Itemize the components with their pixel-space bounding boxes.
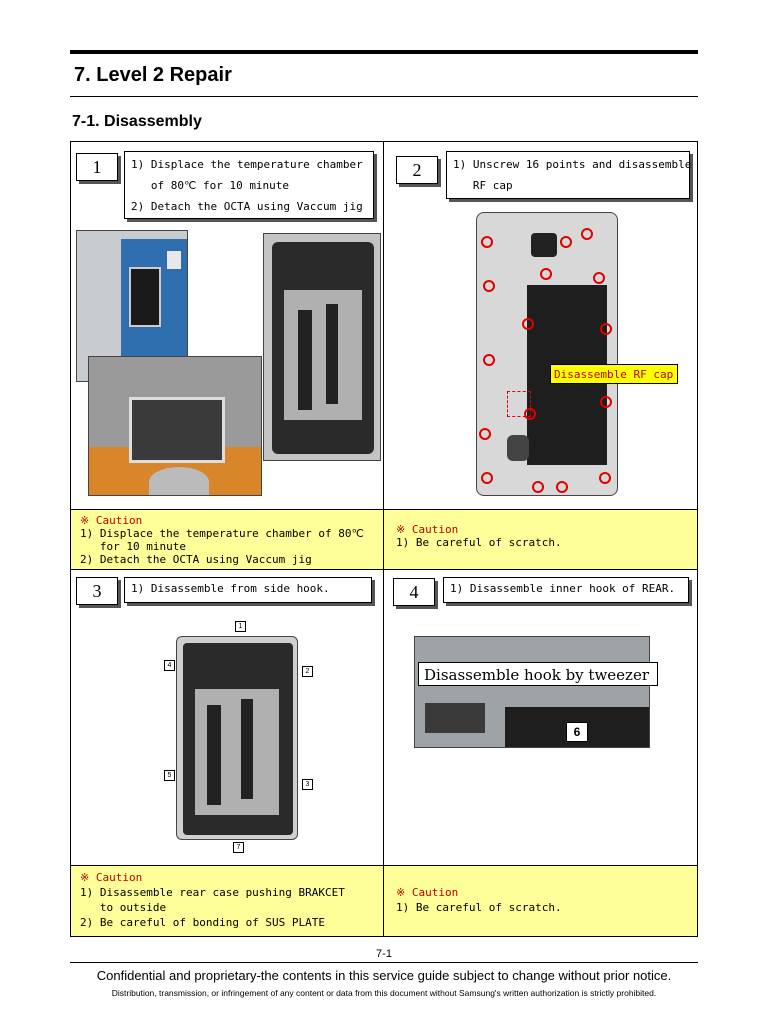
screw-point: [532, 481, 544, 493]
step-2-caution: ※ Caution 1) Be careful of scratch.: [396, 523, 562, 549]
step-1-number: 1: [76, 153, 118, 181]
page-number: 7-1: [376, 948, 392, 960]
instruction-line: 2) Detach the OCTA using Vaccum jig: [131, 200, 363, 213]
distribution-notice: Distribution, transmission, or infringem…: [111, 988, 657, 998]
step-4-caution: ※ Caution 1) Be careful of scratch.: [396, 885, 562, 915]
screw-point: [599, 472, 611, 484]
screw-point: [600, 323, 612, 335]
hook-label: 6: [566, 722, 588, 742]
instruction-line: 1) Disassemble from side hook.: [131, 582, 330, 595]
caution-line: for 10 minute: [80, 540, 186, 553]
instruction-line: of 80℃ for 10 minute: [131, 179, 290, 192]
caution-line: 1) Disassemble rear case pushing BRAKCET: [80, 886, 345, 899]
front-frame-photo: [263, 233, 381, 461]
procedure-table: [70, 141, 698, 937]
step-2-number: 2: [396, 156, 438, 184]
step-1-instructions: 1) Displace the temperature chamber of 8…: [124, 151, 374, 219]
caution-heading: ※ Caution: [80, 514, 143, 527]
step-4-instructions: 1) Disassemble inner hook of REAR.: [443, 577, 689, 603]
screw-point: [479, 428, 491, 440]
screw-point: [581, 228, 593, 240]
row-divider: [70, 509, 698, 510]
hook-label: 2: [302, 666, 313, 677]
caution-heading: ※ Caution: [80, 871, 143, 884]
hook-label: 5: [164, 770, 175, 781]
step-1-caution: ※ Caution 1) Displace the temperature ch…: [80, 514, 364, 566]
rear-case-photo: [476, 212, 618, 496]
caution-heading: ※ Caution: [396, 523, 459, 536]
hook-label: 1: [235, 621, 246, 632]
instruction-line: 1) Unscrew 16 points and disassemble: [453, 158, 692, 171]
step-4-number: 4: [393, 578, 435, 606]
row-divider: [70, 569, 698, 570]
caution-line: 1) Be careful of scratch.: [396, 901, 562, 914]
top-rule: [70, 50, 698, 54]
tweezer-caption: Disassemble hook by tweezer: [418, 662, 658, 686]
rear-case-hooks-photo: [176, 636, 298, 840]
step-2-instructions: 1) Unscrew 16 points and disassemble RF …: [446, 151, 692, 199]
screw-point: [522, 318, 534, 330]
screw-point: [593, 272, 605, 284]
inner-hook-photo: [414, 636, 650, 748]
hook-label: 4: [164, 660, 175, 671]
caution-line: 1) Displace the temperature chamber of 8…: [80, 527, 364, 540]
rf-cap-callout: Disassemble RF cap: [550, 364, 678, 384]
step-3-caution: ※ Caution 1) Disassemble rear case pushi…: [80, 870, 345, 930]
row-divider: [70, 865, 698, 866]
screw-point: [556, 481, 568, 493]
caution-line: to outside: [80, 901, 167, 914]
screw-point: [600, 396, 612, 408]
caution-line: 2) Be careful of bonding of SUS PLATE: [80, 916, 326, 929]
screw-point: [481, 236, 493, 248]
screw-point: [524, 408, 536, 420]
screw-point: [481, 472, 493, 484]
hook-label: 7: [233, 842, 244, 853]
caution-line: 2) Detach the OCTA using Vaccum jig: [80, 553, 312, 566]
screw-point: [560, 236, 572, 248]
hook-label: 3: [302, 779, 313, 790]
title-rule: [70, 96, 698, 97]
page-title: 7. Level 2 Repair: [74, 64, 232, 86]
screw-point: [540, 268, 552, 280]
caution-row-2: [71, 865, 697, 936]
column-divider: [383, 141, 384, 937]
instruction-line: 1) Disassemble inner hook of REAR.: [450, 582, 676, 595]
vacuum-jig-photo: [88, 356, 262, 496]
step-3-number: 3: [76, 577, 118, 605]
caution-row-1: [71, 509, 697, 569]
step-3-instructions: 1) Disassemble from side hook.: [124, 577, 372, 603]
instruction-line: 1) Displace the temperature chamber: [131, 158, 363, 171]
screw-point: [483, 354, 495, 366]
footer-rule: [70, 962, 698, 963]
caution-heading: ※ Caution: [396, 886, 459, 899]
caution-line: 1) Be careful of scratch.: [396, 536, 562, 549]
instruction-line: RF cap: [453, 179, 513, 192]
section-title: 7-1. Disassembly: [72, 113, 202, 130]
confidentiality-notice: Confidential and proprietary-the content…: [96, 968, 672, 983]
screw-point: [483, 280, 495, 292]
